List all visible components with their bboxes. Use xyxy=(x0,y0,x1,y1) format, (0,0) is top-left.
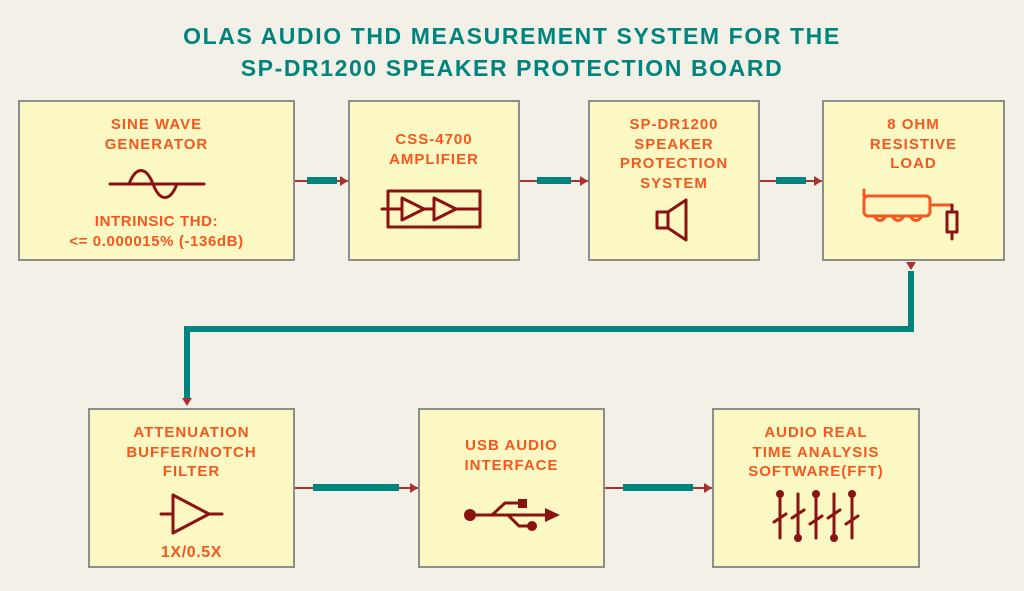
block-title-line: RESISTIVE xyxy=(869,135,958,153)
note-line: 1X/0.5X xyxy=(160,543,223,561)
block-title-line: INTERFACE xyxy=(464,456,559,474)
arrowhead-into-amp xyxy=(340,176,348,186)
block-title-line: SYSTEM xyxy=(640,174,708,192)
block-title-line: SPEAKER xyxy=(634,135,714,153)
block-title-line: GENERATOR xyxy=(104,135,209,153)
wire-load-down-teal xyxy=(908,271,914,332)
amplifier-icon xyxy=(380,189,482,229)
block-title-line: TIME ANALYSIS xyxy=(752,443,880,461)
wire-filter-to-usb-teal xyxy=(313,484,399,491)
arrowhead-into-protection xyxy=(580,176,588,186)
wire-sine-to-amp-teal xyxy=(307,177,337,184)
page-title-line2: SP-DR1200 SPEAKER PROTECTION BOARD xyxy=(240,55,784,82)
block-audio-real-time-analysis-software-fft: AUDIO REAL TIME ANALYSIS SOFTWARE(FFT) xyxy=(712,408,920,568)
block-title: SP-DR1200 SPEAKER PROTECTION SYSTEM xyxy=(620,115,728,193)
block-title-line: LOAD xyxy=(890,155,937,172)
arrowhead-into-usb xyxy=(410,483,418,493)
sine-wave-icon xyxy=(108,169,205,199)
arrowhead-below-load xyxy=(906,262,916,270)
wire-return-horizontal-teal xyxy=(184,326,914,332)
block-title-line: SP-DR1200 xyxy=(629,116,719,133)
fft-icon xyxy=(772,489,860,542)
arrowhead-into-fft xyxy=(704,483,712,493)
block-title: USB AUDIO INTERFACE xyxy=(464,436,558,475)
block-sp-dr1200-speaker-protection-system: SP-DR1200 SPEAKER PROTECTION SYSTEM xyxy=(588,100,760,261)
block-title: AUDIO REAL TIME ANALYSIS SOFTWARE(FFT) xyxy=(748,423,883,482)
block-title-line: USB AUDIO xyxy=(465,437,558,454)
speaker-icon xyxy=(655,198,688,242)
wire-down-to-filter-teal xyxy=(184,326,190,398)
page-title-line1: OLAS AUDIO THD MEASUREMENT SYSTEM FOR TH… xyxy=(183,23,841,49)
block-title: 8 OHM RESISTIVE LOAD xyxy=(870,115,957,174)
block-title-line: CSS-4700 xyxy=(395,131,473,148)
resistor-load-icon xyxy=(862,188,958,240)
block-attenuation-buffer-notch-filter: ATTENUATION BUFFER/NOTCH FILTER 1X/0.5X xyxy=(88,408,295,568)
note-line: <= 0.000015% (-136dB) xyxy=(69,232,244,250)
block-title-line: AMPLIFIER xyxy=(389,150,479,168)
block-title-line: PROTECTION xyxy=(619,155,729,172)
block-title-line: ATTENUATION xyxy=(133,424,250,441)
block-css-4700-amplifier: CSS-4700 AMPLIFIER xyxy=(348,100,520,261)
block-title: CSS-4700 AMPLIFIER xyxy=(389,130,479,169)
wire-protection-to-load-teal xyxy=(776,177,806,184)
opamp-icon xyxy=(159,493,223,534)
note-line: INTRINSIC THD: xyxy=(94,213,219,230)
block-sine-wave-generator: SINE WAVE GENERATOR INTRINSIC THD: <= 0.… xyxy=(18,100,295,261)
page-title: OLAS AUDIO THD MEASUREMENT SYSTEM FOR TH… xyxy=(0,20,1024,84)
block-8-ohm-resistive-load: 8 OHM RESISTIVE LOAD xyxy=(822,100,1005,261)
block-title-line: 8 OHM xyxy=(887,116,940,133)
block-title-line: BUFFER/NOTCH xyxy=(126,443,257,461)
intrinsic-thd-note: INTRINSIC THD: <= 0.000015% (-136dB) xyxy=(69,212,243,251)
block-title-line: AUDIO REAL xyxy=(764,424,868,441)
block-title: ATTENUATION BUFFER/NOTCH FILTER xyxy=(126,423,256,482)
block-title-line: SOFTWARE(FFT) xyxy=(748,463,884,480)
usb-icon xyxy=(463,499,560,531)
wire-usb-to-fft-teal xyxy=(623,484,693,491)
wire-amp-to-protection-teal xyxy=(537,177,571,184)
block-title: SINE WAVE GENERATOR xyxy=(105,115,208,154)
block-usb-audio-interface: USB AUDIO INTERFACE xyxy=(418,408,605,568)
block-title-line: SINE WAVE xyxy=(110,116,203,133)
gain-note: 1X/0.5X xyxy=(161,543,222,564)
block-title-line: FILTER xyxy=(162,463,221,480)
arrowhead-into-load xyxy=(814,176,822,186)
arrowhead-into-filter xyxy=(182,398,192,406)
